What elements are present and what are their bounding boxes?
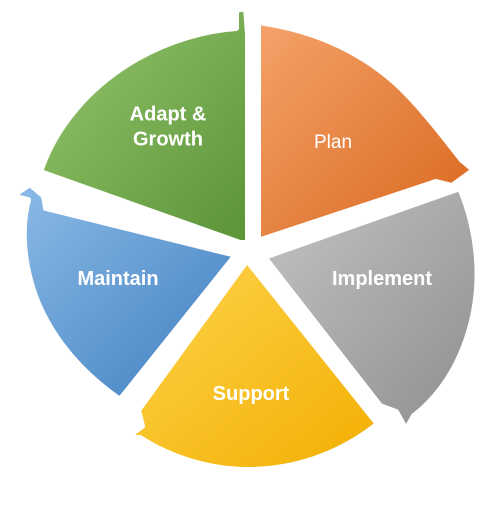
segment-label-line: Plan (314, 132, 352, 153)
segment-adapt-growth (37, 5, 251, 246)
segment-label-line: Adapt & (130, 104, 207, 126)
segment-label-line: Maintain (77, 268, 158, 290)
segment-label-line: Support (213, 383, 290, 405)
segment-label-line: Growth (133, 129, 203, 151)
segment-plan (255, 19, 477, 244)
segment-label-maintain: Maintain (77, 268, 158, 290)
segment-label-support: Support (213, 383, 290, 405)
segment-label-adapt-growth: Adapt & Growth (130, 104, 207, 151)
segment-label-plan: Plan (314, 132, 352, 153)
segment-implement (261, 185, 481, 433)
segment-label-line: Implement (332, 268, 432, 290)
segment-support (123, 257, 381, 473)
segment-maintain (9, 181, 239, 403)
segment-label-implement: Implement (332, 268, 432, 290)
segments-layer (9, 5, 481, 473)
